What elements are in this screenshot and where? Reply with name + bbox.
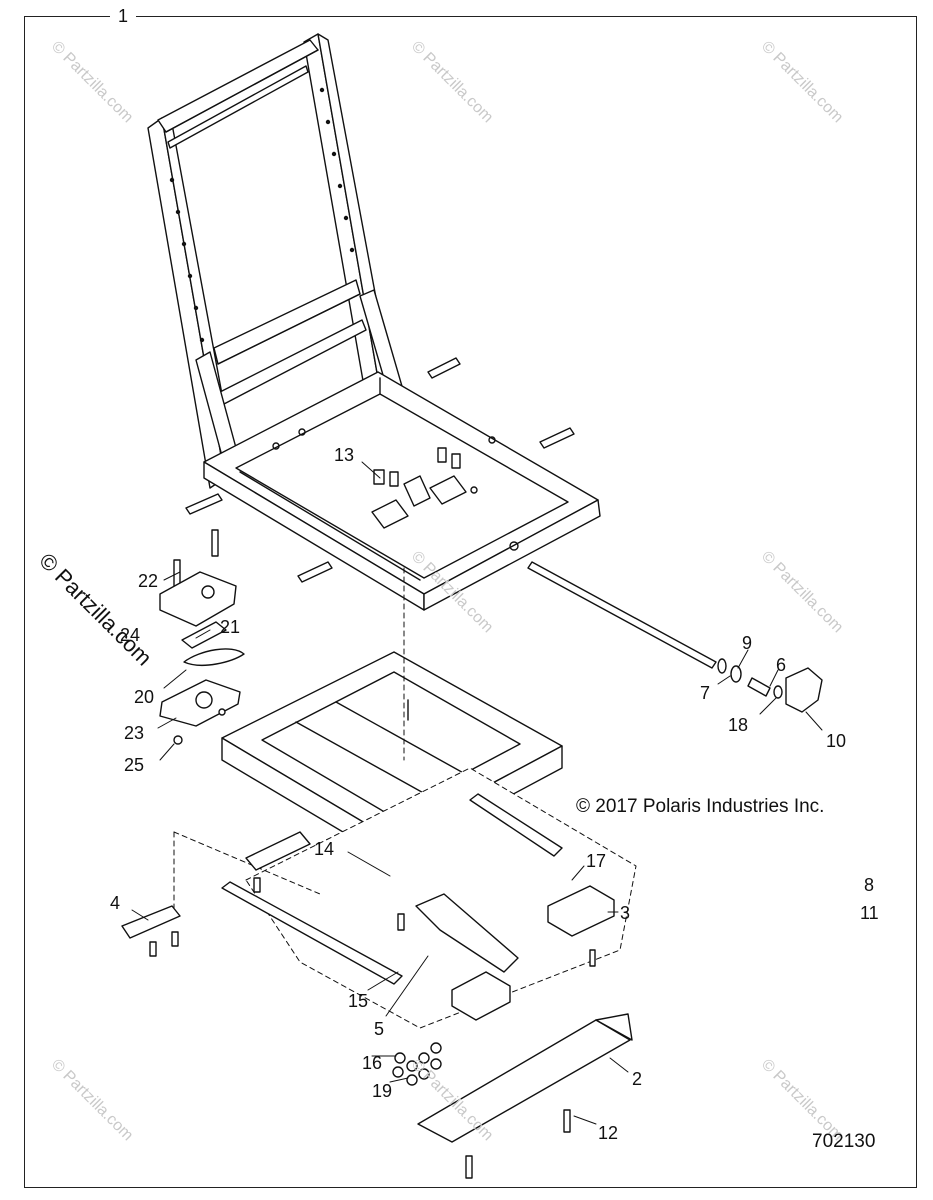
callout-13: 13 bbox=[334, 445, 355, 465]
callout-15: 15 bbox=[348, 991, 369, 1011]
pins bbox=[173, 357, 575, 593]
callout-14: 14 bbox=[314, 839, 335, 859]
callout-22: 22 bbox=[138, 571, 159, 591]
nut-group bbox=[392, 1042, 442, 1086]
callout-2: 2 bbox=[632, 1069, 643, 1089]
callout-23: 23 bbox=[124, 723, 145, 743]
callout-17: 17 bbox=[586, 851, 607, 871]
callout-25: 25 bbox=[124, 755, 145, 775]
adjustment-rod bbox=[527, 561, 823, 713]
callout-21: 21 bbox=[220, 617, 241, 637]
callout-10: 10 bbox=[826, 731, 847, 751]
copyright-notice: © 2017 Polaris Industries Inc. bbox=[576, 796, 825, 817]
callout-3: 3 bbox=[620, 903, 631, 923]
diagram-frame bbox=[24, 16, 917, 1188]
rail-holes bbox=[169, 87, 355, 343]
slide-rails bbox=[121, 793, 563, 985]
callout-24: 24 bbox=[120, 625, 141, 645]
callout-20: 20 bbox=[134, 687, 155, 707]
callout-1: 1 bbox=[110, 6, 137, 27]
callout-19: 19 bbox=[372, 1081, 393, 1101]
callout-11: 11 bbox=[860, 903, 879, 923]
callout-16: 16 bbox=[362, 1053, 383, 1073]
callout-8: 8 bbox=[864, 875, 875, 895]
callout-6: 6 bbox=[776, 655, 787, 675]
diagram-id: 702130 bbox=[812, 1131, 876, 1152]
small-bolts bbox=[149, 877, 596, 1179]
callout-12: 12 bbox=[598, 1123, 619, 1143]
callout-9: 9 bbox=[742, 633, 753, 653]
callout-4: 4 bbox=[110, 893, 121, 913]
callout-7: 7 bbox=[700, 683, 711, 703]
callout-18: 18 bbox=[728, 715, 749, 735]
seat-base-frame bbox=[203, 371, 601, 611]
callout-5: 5 bbox=[374, 1019, 385, 1039]
center-brackets bbox=[371, 447, 467, 529]
mount-blocks bbox=[451, 885, 615, 1021]
latch-parts bbox=[159, 571, 245, 745]
leader-lines bbox=[131, 461, 823, 1125]
skid-plate bbox=[417, 1013, 633, 1143]
